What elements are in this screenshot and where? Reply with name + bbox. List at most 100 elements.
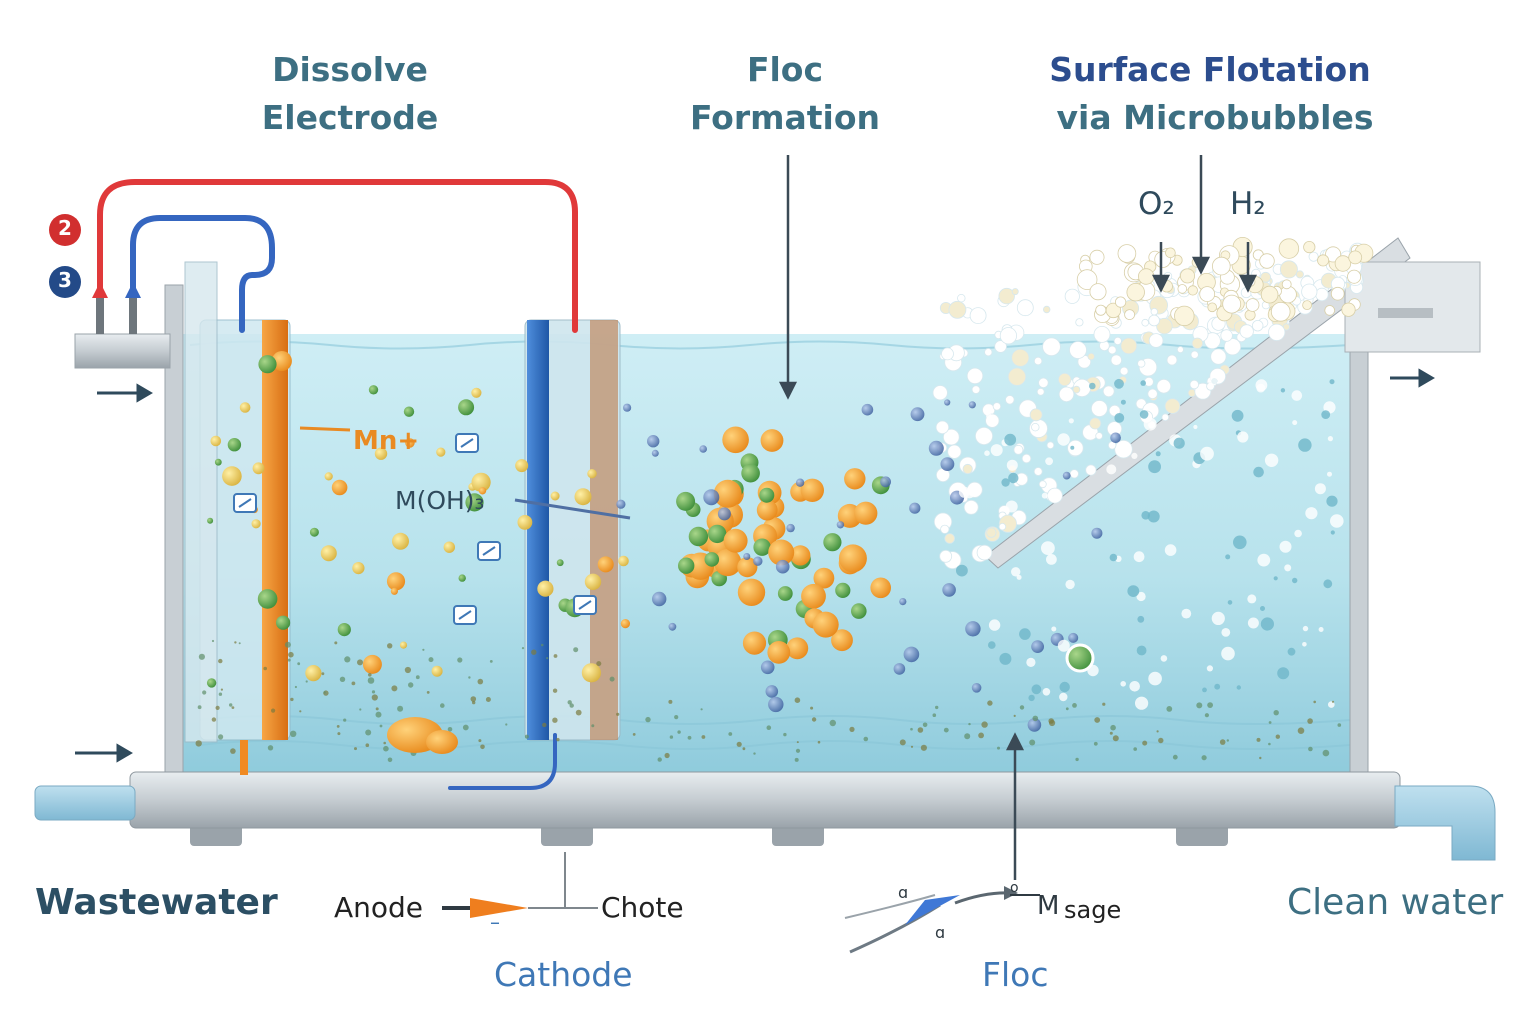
foam-bubble: [1191, 337, 1204, 350]
foam-bubble: [1301, 283, 1318, 300]
sediment-speck: [485, 697, 491, 702]
sediment-speck: [365, 729, 372, 736]
sediment-speck: [669, 735, 674, 739]
hydroxide-flake: [768, 696, 784, 713]
microbubble: [1321, 410, 1331, 419]
anode-label: Anode: [334, 891, 424, 924]
pointer-arrows: [778, 155, 1258, 880]
microbubble: [956, 564, 968, 577]
foam-bubble: [1156, 317, 1173, 335]
microbubble: [1202, 687, 1207, 693]
ion-particle: [390, 587, 398, 595]
microbubble: [1114, 413, 1125, 423]
sediment-speck: [542, 722, 547, 728]
sediment-speck: [408, 682, 414, 688]
foam-bubble: [999, 327, 1018, 345]
sediment-speck: [1259, 756, 1262, 760]
froth-bubble: [1177, 284, 1188, 294]
sediment-speck: [700, 708, 703, 711]
foam-bubble: [957, 294, 966, 303]
microbubble: [1255, 379, 1268, 392]
sediment-speck: [383, 741, 387, 745]
sediment-speck: [810, 706, 814, 710]
hydroxide-flake: [1062, 471, 1071, 480]
microbubble: [1028, 694, 1035, 702]
sediment-speck: [231, 706, 235, 709]
sediment-speck: [943, 727, 949, 733]
sediment-speck: [794, 757, 799, 762]
sediment-speck: [1075, 757, 1079, 762]
microbubble: [964, 489, 971, 495]
sediment-speck: [344, 656, 351, 663]
floc-legend-arrow: ɑ ɑ o M: [844, 880, 1059, 954]
hydrogen-label: H₂: [1230, 186, 1266, 222]
foam-bubble: [1239, 324, 1254, 339]
froth-bubble: [1199, 286, 1216, 303]
microbubble: [1089, 382, 1096, 390]
sediment-speck: [753, 752, 756, 755]
sediment-speck: [1256, 737, 1261, 742]
foam-bubble: [1110, 354, 1123, 366]
microbubble: [1065, 579, 1075, 590]
microbubble: [1160, 655, 1168, 662]
sediment-speck: [1048, 718, 1054, 724]
ion-particle: [386, 572, 406, 591]
foam-bubble: [1067, 439, 1084, 457]
clean-water-label: Clean water: [1287, 882, 1504, 923]
sediment-speck: [632, 733, 636, 736]
hydroxide-flake: [944, 399, 951, 406]
microbubble: [1148, 671, 1162, 686]
foam-bubble: [1120, 337, 1138, 355]
sediment-speck: [932, 713, 937, 717]
foam-bubble: [969, 307, 987, 325]
sediment-speck: [287, 658, 291, 662]
froth-bubble: [1207, 302, 1217, 313]
ion-particle: [258, 355, 277, 374]
ion-particle: [239, 402, 251, 413]
sediment-speck: [1029, 739, 1036, 746]
sediment-speck: [323, 691, 326, 694]
microbubble: [1211, 611, 1225, 626]
sediment-speck: [1273, 710, 1279, 716]
microbubble: [1328, 701, 1335, 708]
foam-bubble: [1161, 413, 1170, 422]
ion-particle: [374, 447, 388, 460]
sediment-speck: [368, 673, 372, 677]
microbubble: [1208, 376, 1218, 386]
microbubble: [1016, 574, 1022, 580]
microbubble: [1181, 608, 1192, 619]
sediment-speck: [981, 721, 988, 728]
floc-heading-line1: Floc: [746, 50, 824, 89]
microbubble: [1227, 600, 1233, 605]
sediment-speck: [367, 677, 375, 684]
sediment-speck: [357, 659, 363, 666]
foam-bubble: [1295, 270, 1304, 279]
microbubble: [1298, 438, 1312, 452]
metal-ion-label: Mn+: [353, 426, 420, 456]
foam-bubble: [1093, 325, 1111, 343]
microbubble: [1129, 681, 1140, 692]
foam-bubble: [1042, 337, 1061, 357]
sediment-speck: [468, 676, 471, 679]
microbubble: [1260, 606, 1265, 611]
sediment-speck: [664, 752, 670, 759]
sediment-speck: [987, 700, 993, 706]
sediment-speck: [783, 732, 787, 737]
hydroxide-flake: [893, 663, 906, 675]
ion-particle: [305, 665, 322, 682]
sediment-speck: [849, 726, 855, 733]
froth-bubble: [1174, 305, 1195, 327]
sediment-speck: [426, 691, 430, 694]
foam-bubble: [1072, 385, 1081, 394]
floc-particle: [753, 538, 771, 556]
ion-particle: [436, 447, 446, 457]
microbubble: [1006, 459, 1018, 471]
microbubble: [1326, 495, 1338, 507]
hydroxide-flake: [861, 403, 874, 416]
ion-particle: [214, 458, 222, 466]
microbubble: [1031, 684, 1042, 695]
sediment-speck: [910, 727, 913, 731]
sediment-speck: [968, 722, 971, 726]
microbubble: [1148, 460, 1161, 474]
